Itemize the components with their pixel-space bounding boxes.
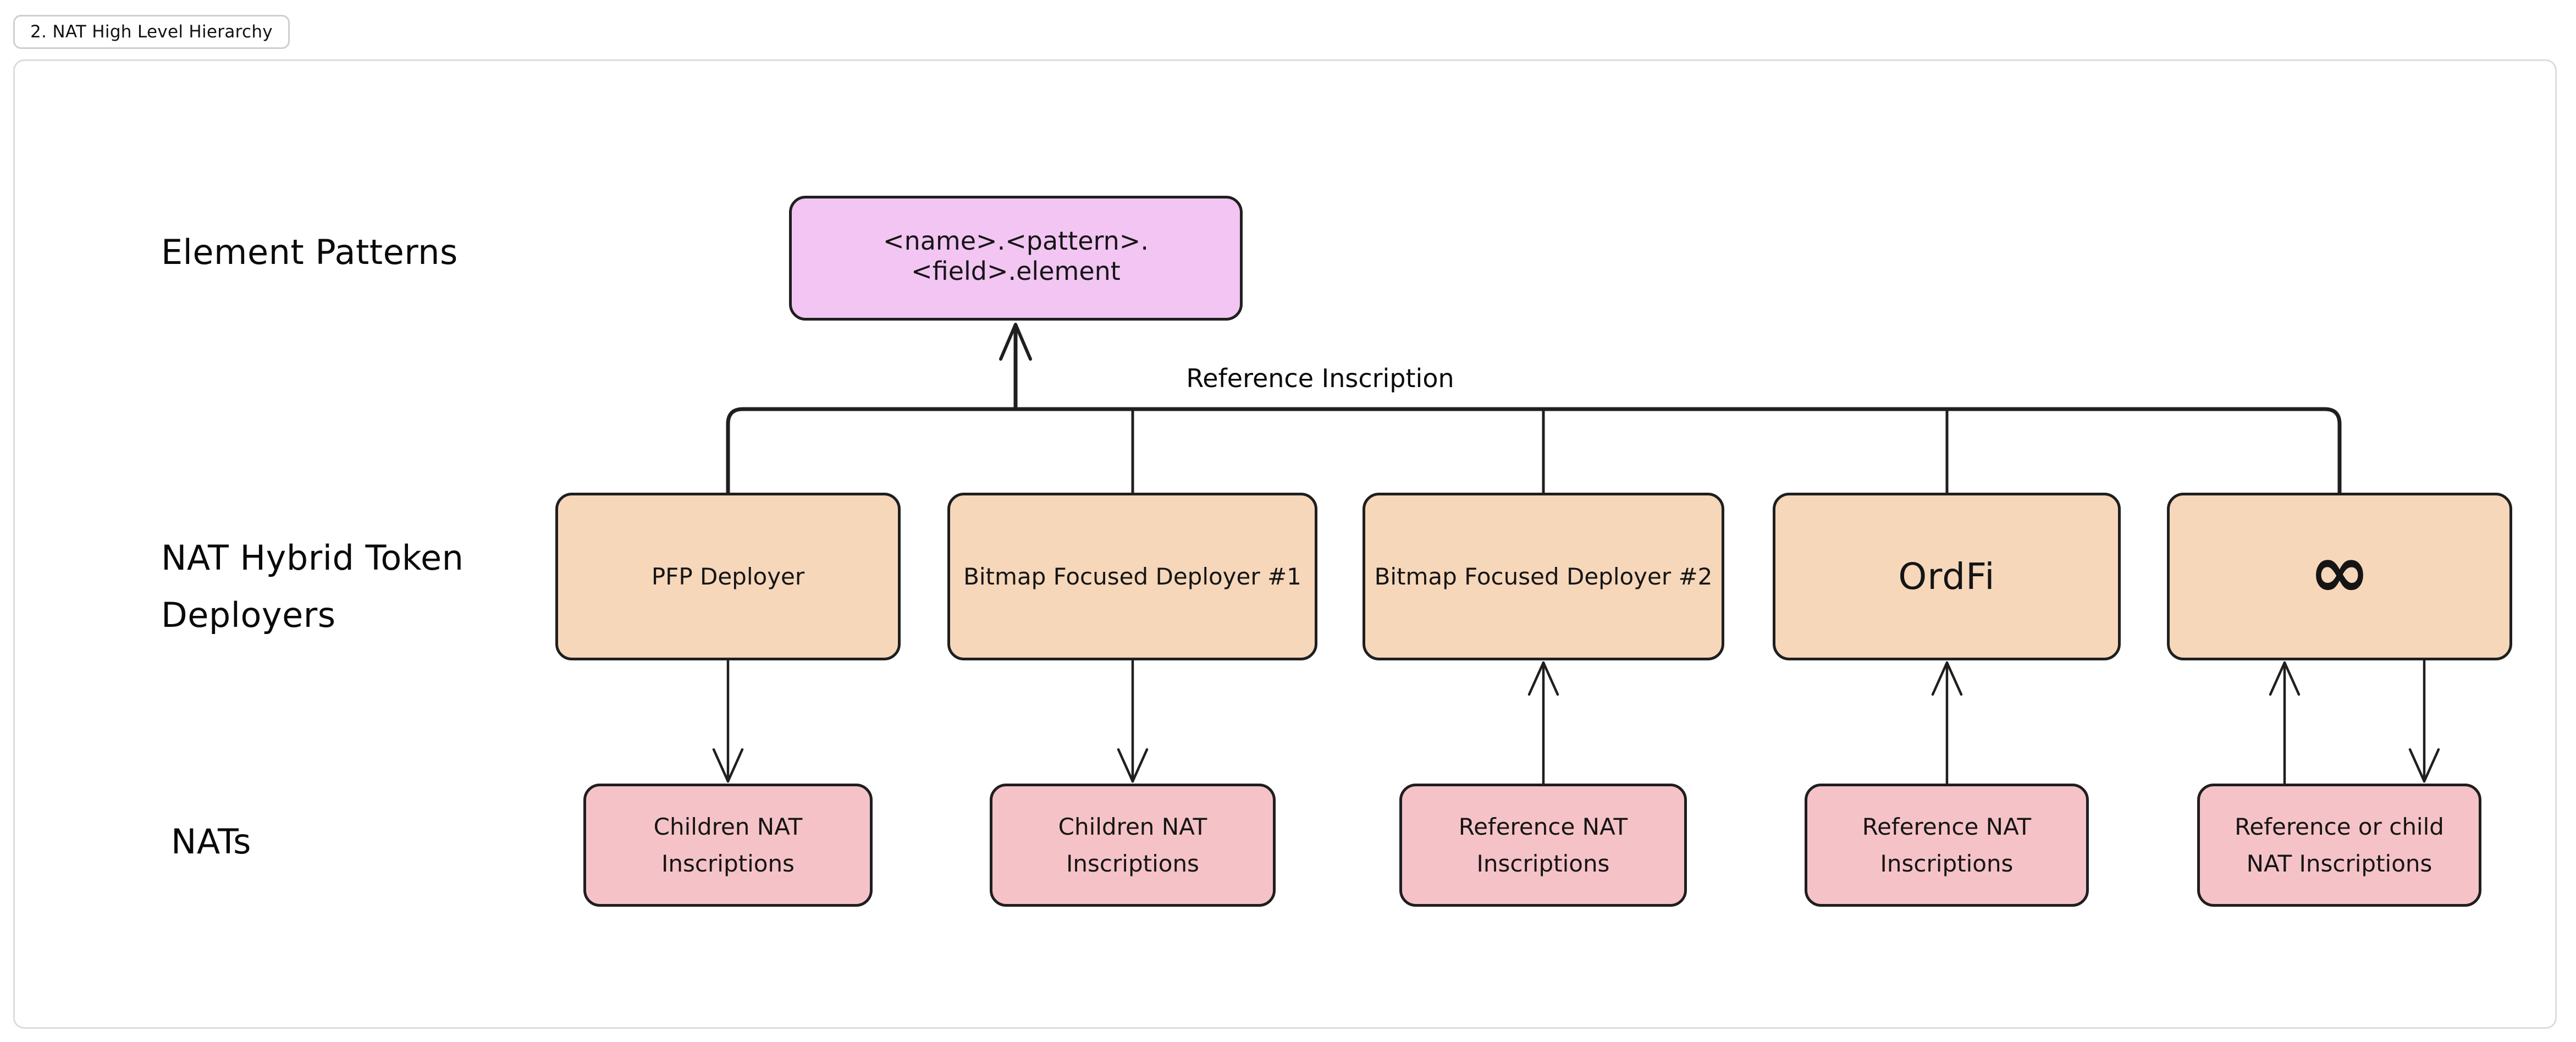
deployer-box-bitmap-1-label: Bitmap Focused Deployer #1 xyxy=(963,563,1301,590)
deployer-box-infinity[interactable]: ∞ xyxy=(2167,493,2512,660)
row-label-nat-hybrid-token-deployers: NAT Hybrid Token Deployers xyxy=(161,538,464,636)
element-pattern-box[interactable]: <name>.<pattern>.<field>.element xyxy=(789,196,1243,321)
edge-label-reference-inscription: Reference Inscription xyxy=(1186,363,1454,393)
deployer-box-ordfi-label: OrdFi xyxy=(1898,555,1995,598)
reference-bus-line xyxy=(726,407,2342,495)
diagram-layer: Element Patterns NAT Hybrid Token Deploy… xyxy=(15,61,2558,1030)
arrowhead-up-deployer4 xyxy=(1931,661,1963,696)
deployer-box-pfp-label: PFP Deployer xyxy=(651,563,805,590)
arrowhead-down-nat2 xyxy=(1117,748,1149,783)
infinity-symbol: ∞ xyxy=(2309,529,2370,614)
trunk-arrowhead-up xyxy=(999,323,1032,361)
connector-layer xyxy=(712,323,2440,785)
diagram-tab[interactable]: 2. NAT High Level Hierarchy xyxy=(13,15,290,49)
diagram-tab-label: 2. NAT High Level Hierarchy xyxy=(30,22,273,42)
nat-box-reference-1[interactable]: Reference NAT Inscriptions xyxy=(1399,784,1687,907)
deployer-box-bitmap-2-label: Bitmap Focused Deployer #2 xyxy=(1374,563,1713,590)
deployer-box-bitmap-1[interactable]: Bitmap Focused Deployer #1 xyxy=(947,493,1317,660)
element-pattern-box-label: <name>.<pattern>.<field>.element xyxy=(883,226,1149,286)
nat-box-children-1-label: Children NAT Inscriptions xyxy=(653,813,803,877)
arrowhead-up-deployer3 xyxy=(1527,661,1559,696)
arrowhead-down-nat1 xyxy=(712,748,744,783)
nat-box-children-2[interactable]: Children NAT Inscriptions xyxy=(990,784,1276,907)
row-label-nats: NATs xyxy=(171,822,251,862)
diagram-canvas: Element Patterns NAT Hybrid Token Deploy… xyxy=(13,59,2557,1029)
nat-box-reference-2[interactable]: Reference NAT Inscriptions xyxy=(1805,784,2089,907)
row-label-element-patterns: Element Patterns xyxy=(161,232,458,272)
nat-box-reference-2-label: Reference NAT Inscriptions xyxy=(1862,813,2032,877)
arrowhead-down-nat5 xyxy=(2408,748,2440,783)
arrowhead-up-deployer5 xyxy=(2269,661,2301,696)
deployer-box-bitmap-2[interactable]: Bitmap Focused Deployer #2 xyxy=(1363,493,1724,660)
deployer-box-pfp[interactable]: PFP Deployer xyxy=(555,493,901,660)
nat-box-children-2-label: Children NAT Inscriptions xyxy=(1058,813,1207,877)
nat-box-children-1[interactable]: Children NAT Inscriptions xyxy=(583,784,873,907)
nat-box-reference-or-child-label: Reference or child NAT Inscriptions xyxy=(2235,813,2444,877)
deployer-box-ordfi[interactable]: OrdFi xyxy=(1773,493,2121,660)
nat-box-reference-or-child[interactable]: Reference or child NAT Inscriptions xyxy=(2197,784,2481,907)
nat-box-reference-1-label: Reference NAT Inscriptions xyxy=(1458,813,1628,877)
